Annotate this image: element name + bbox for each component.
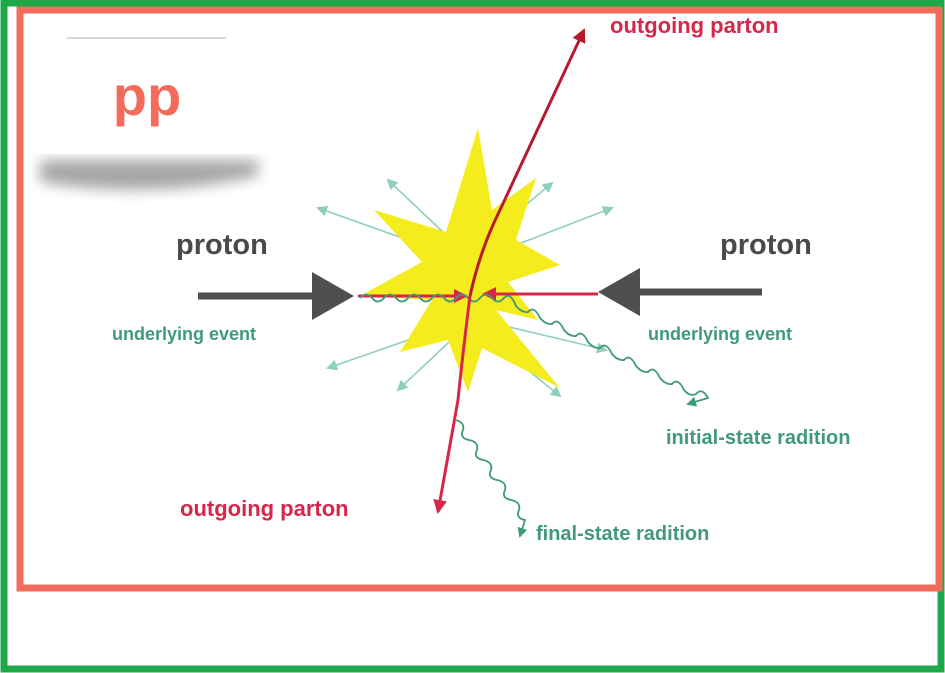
collision-star: [360, 128, 560, 392]
outgoing-parton-bottom: [433, 295, 472, 514]
final-state-radiation: [454, 419, 528, 538]
label-proton-left: proton: [176, 229, 268, 261]
left-proton-arrow: [198, 272, 354, 320]
label-initial-state: initial-state radition: [666, 427, 850, 449]
right-proton-arrow: [598, 268, 762, 316]
badge-text: pp: [113, 64, 181, 127]
outgoing-parton-top: [468, 28, 586, 297]
label-proton-right: proton: [720, 229, 812, 261]
incoming-partons: [358, 287, 598, 303]
initial-state-radiation: [359, 293, 710, 407]
label-outgoing-top: outgoing parton: [610, 13, 779, 38]
label-final-state: final-state radition: [536, 523, 709, 545]
label-underlying-left: underlying event: [112, 324, 256, 344]
label-underlying-right: underlying event: [648, 324, 792, 344]
label-outgoing-bottom: outgoing parton: [180, 496, 349, 521]
pp-badge: pp: [36, 14, 258, 190]
